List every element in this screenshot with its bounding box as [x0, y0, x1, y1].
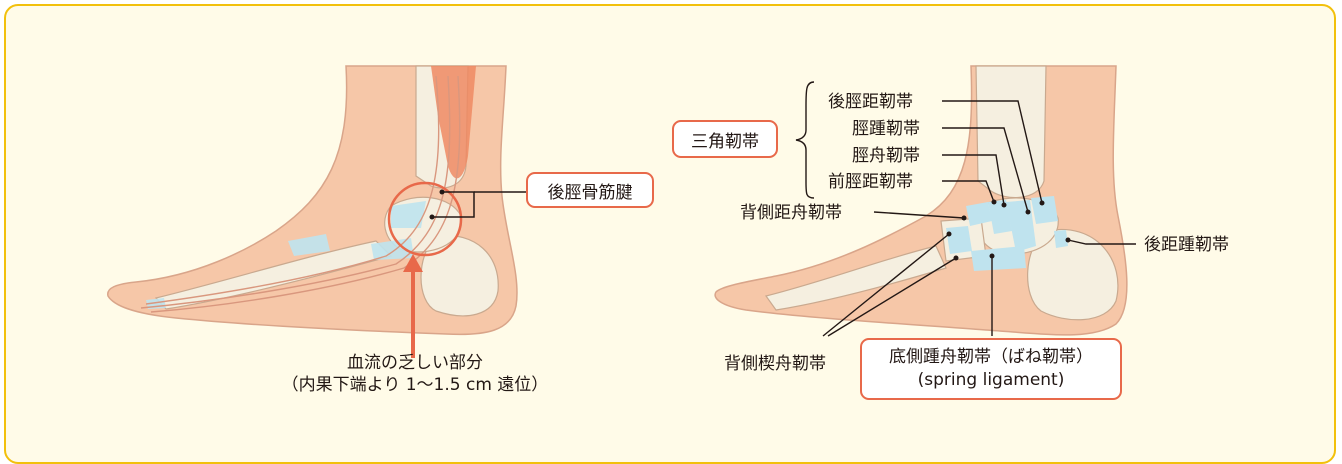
label-posterior-tibiotalar: 後脛距靭帯 — [828, 92, 913, 112]
zone-caption: 血流の乏しい部分 （内果下端より 1〜1.5 cm 遠位） — [246, 352, 584, 396]
deltoid-group-label: 三角靭帯 — [691, 127, 759, 152]
label-tibiocalcaneal: 脛踵靭帯 — [852, 119, 920, 139]
figure-panel: 後脛距靭帯 脛踵靭帯 脛舟靭帯 前脛距靭帯 背側距舟靭帯 後距踵靭帯 後脛骨筋腱… — [4, 4, 1336, 464]
left-foot-drawing — [108, 66, 526, 358]
right-foot-drawing: 後脛距靭帯 脛踵靭帯 脛舟靭帯 前脛距靭帯 背側距舟靭帯 後距踵靭帯 — [715, 66, 1229, 336]
label-anterior-tibiotalar: 前脛距靭帯 — [828, 172, 913, 192]
label-dorsal-talonavicular: 背側距舟靭帯 — [740, 203, 842, 223]
anatomy-illustration: 後脛距靭帯 脛踵靭帯 脛舟靭帯 前脛距靭帯 背側距舟靭帯 後距踵靭帯 — [6, 6, 1336, 464]
deltoid-group-box: 三角靭帯 — [672, 120, 778, 158]
label-dorsal-cuneonavicular: 背側楔舟靭帯 — [724, 349, 826, 374]
zone-caption-line2: （内果下端より 1〜1.5 cm 遠位） — [246, 374, 584, 396]
spring-ligament-box: 底側踵舟靭帯（ばね靭帯） (spring ligament) — [860, 338, 1122, 400]
label-tibionavicular: 脛舟靭帯 — [852, 146, 920, 166]
tendon-label-box: 後脛骨筋腱 — [526, 172, 654, 208]
label-posterior-talocalcaneal: 後距踵靭帯 — [1144, 235, 1229, 255]
zone-caption-line1: 血流の乏しい部分 — [246, 352, 584, 374]
deltoid-brace — [796, 82, 814, 198]
spring-label-line2: (spring ligament) — [918, 369, 1065, 392]
spring-label-line1: 底側踵舟靭帯（ばね靭帯） — [889, 346, 1093, 369]
right-ligament-cn — [946, 226, 972, 254]
tendon-label: 後脛骨筋腱 — [548, 178, 633, 203]
